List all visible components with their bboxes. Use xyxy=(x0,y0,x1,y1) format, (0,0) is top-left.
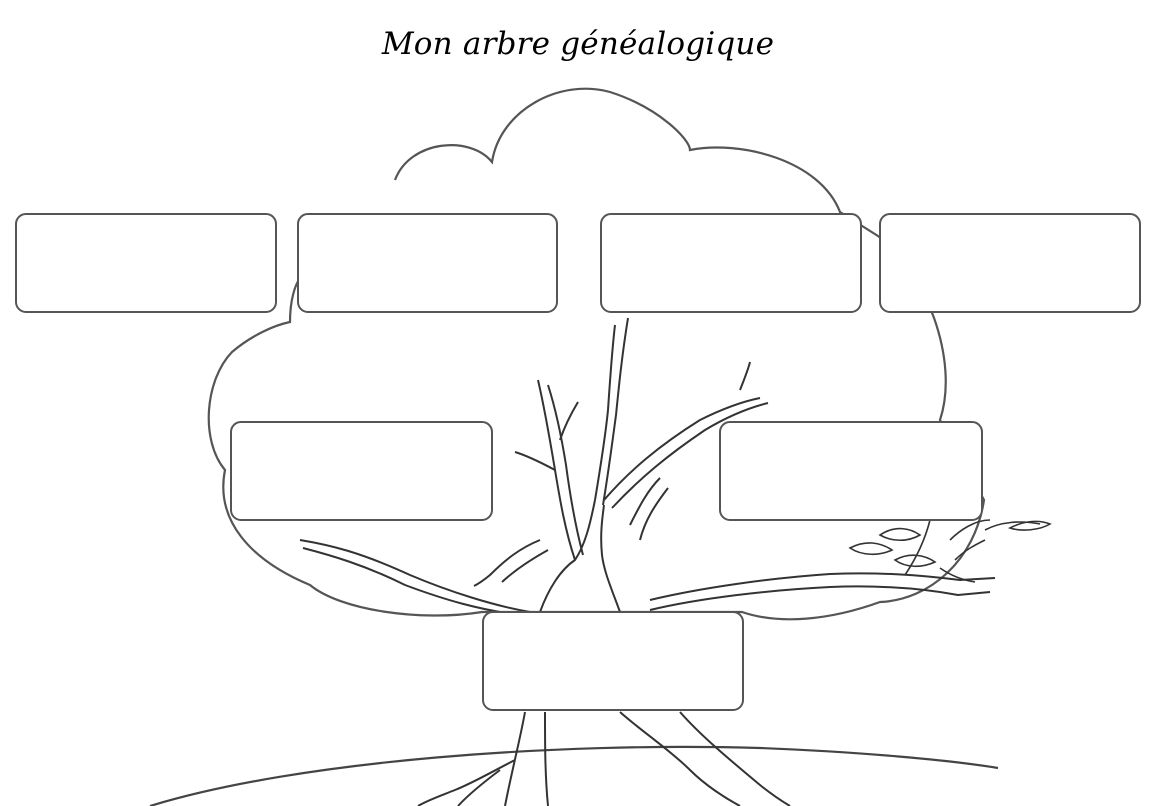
page-title: Mon arbre généalogique xyxy=(381,26,775,62)
name-box-top-1[interactable] xyxy=(15,213,277,313)
name-box-top-2[interactable] xyxy=(297,213,558,313)
ground-line xyxy=(149,745,999,806)
tree-trunk-branches xyxy=(299,317,996,806)
tree-canopy xyxy=(207,87,986,621)
name-box-top-4[interactable] xyxy=(879,213,1141,313)
name-box-middle-left[interactable] xyxy=(230,421,493,521)
name-box-top-3[interactable] xyxy=(600,213,862,313)
name-box-bottom[interactable] xyxy=(482,611,744,711)
name-box-middle-right[interactable] xyxy=(719,421,983,521)
